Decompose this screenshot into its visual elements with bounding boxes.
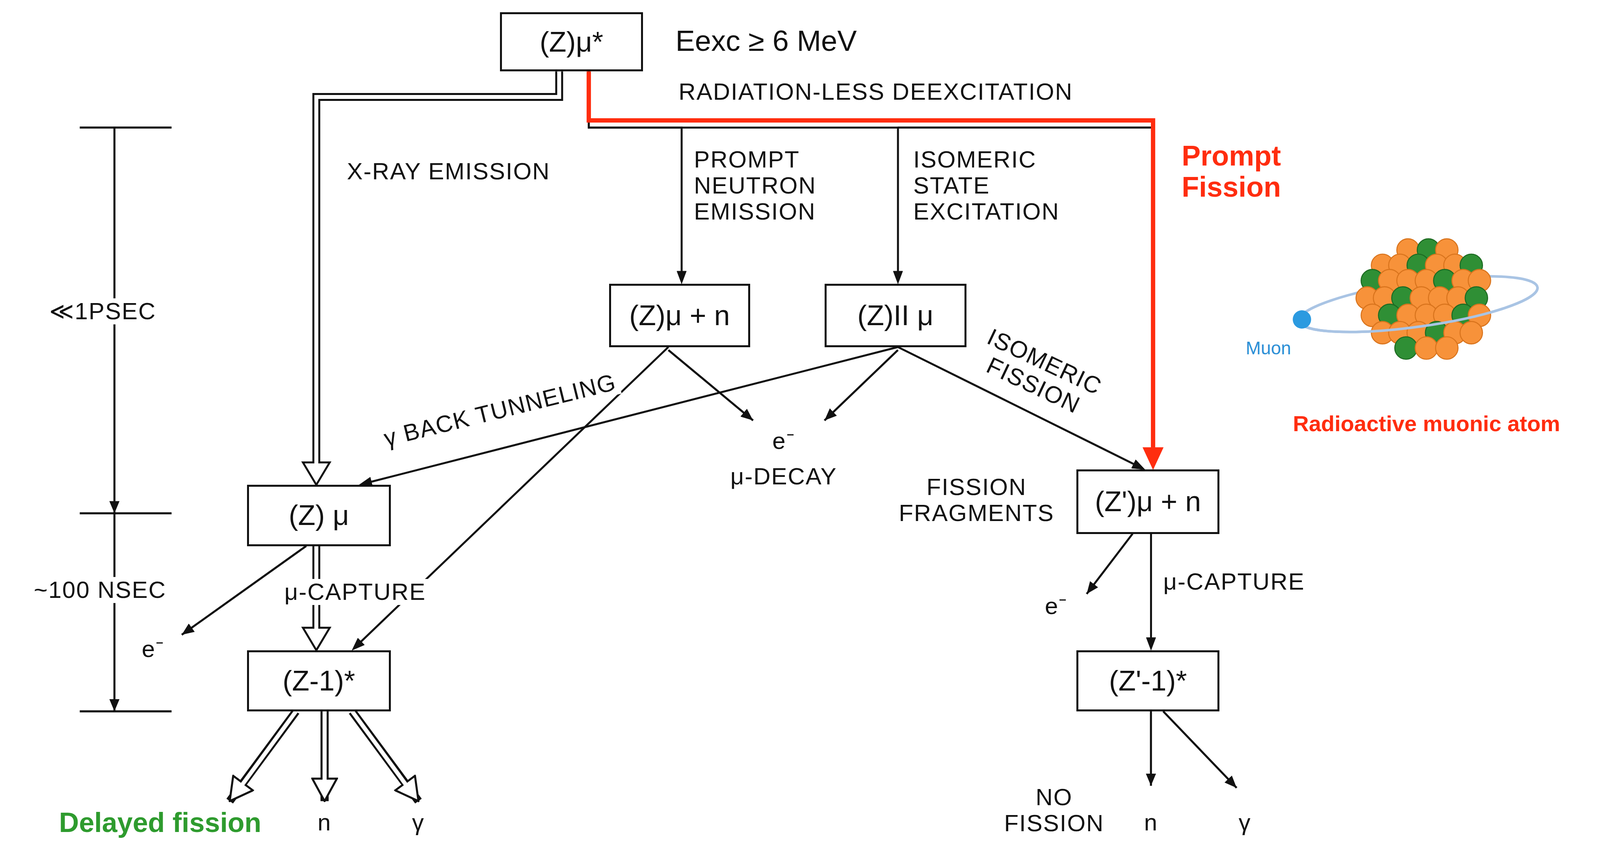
annotation: e⁻ [141,635,165,662]
state-box: (Z) μ [247,484,391,546]
arrow-head [352,637,365,651]
state-label: (Z)μ + n [629,299,731,331]
nucleon [1415,336,1438,359]
state-label: (Z'-1)* [1109,665,1188,697]
hollow-arrow [320,711,329,801]
state-box: (Z-1)* [247,650,391,712]
state-box: (Z)μ* [499,12,643,72]
annotation: Eexc ≥ 6 MeV [675,24,857,57]
connector-line [588,71,1153,448]
state-label: (Z-1)* [282,665,355,697]
hollow-arrow [352,711,419,801]
time-tick [79,512,172,515]
transition-arrow [588,71,687,284]
annotation: n [1144,809,1158,836]
nucleon [1435,336,1459,359]
transition-label: ISOMERIC STATE EXCITATION [913,146,1060,225]
state-label: (Z)II μ [857,299,934,331]
annotation: e⁻ [772,427,795,454]
emission-arrow [1150,711,1153,786]
bus-line [897,126,1153,129]
connector-line [588,71,682,272]
transition-label: γ BACK TUNNELING [378,368,622,453]
annotation: μ-DECAY [730,463,838,490]
transition-label: ISOMERIC FISSION [971,323,1106,424]
transition-label: Prompt Fission [1181,140,1281,203]
decay-arrow [824,349,898,421]
decay-arrow [668,349,753,421]
annotation: RADIATION-LESS DEEXCITATION [678,78,1073,105]
transition-label: X-RAY EMISSION [347,158,551,185]
state-box: (Z)II μ [824,283,967,348]
annotation: FISSION FRAGMENTS [898,473,1055,526]
arrow-head [1142,447,1164,470]
hollow-arrow [241,711,296,785]
annotation: γ [1238,809,1252,836]
nucleon [1394,336,1418,359]
transition-label: μ-CAPTURE [281,578,430,605]
state-box: (Z)μ + n [609,283,750,348]
decay-arrow [1086,533,1133,594]
connector-line [371,347,898,482]
state-label: (Z) μ [288,499,350,531]
transition-arrow [588,71,1164,470]
arrow-head [893,271,903,284]
annotation: ~100 NSEC [30,576,170,603]
annotation: ≪1PSEC [46,298,160,325]
annotation: e⁻ [1044,592,1068,619]
state-label: (Z)μ* [539,26,604,58]
state-box: (Z'-1)* [1076,650,1220,712]
time-tick [79,126,172,129]
hollow-arrow [352,711,407,785]
annotation: NO FISSION [1003,784,1104,837]
annotation: Radioactive muonic atom [1293,411,1561,436]
muon-orbit [1298,287,1541,343]
annotation: Muon [1245,338,1292,359]
arrow-head [302,462,330,485]
emission-arrow [1163,711,1237,788]
hollow-arrow [322,711,327,783]
annotation: γ [412,809,425,836]
hollow-arrow [229,711,296,801]
transition-arrow [1146,533,1156,651]
arrow-head [676,271,687,284]
state-label: (Z')μ + n [1094,485,1201,517]
arrow-head [1131,459,1145,470]
transition-label: μ-CAPTURE [1163,568,1305,595]
state-box: (Z')μ + n [1076,469,1220,534]
nucleon [1460,321,1483,344]
transition-label: PROMPT NEUTRON EMISSION [693,146,817,225]
arrow-head [302,627,330,651]
arrow-head [1146,637,1156,651]
annotation: n [317,809,332,836]
time-tick [79,709,172,712]
connector-line [1150,533,1153,638]
time-axis [113,512,116,711]
muon-dot [1292,310,1312,329]
annotation: Delayed fission [59,807,262,838]
